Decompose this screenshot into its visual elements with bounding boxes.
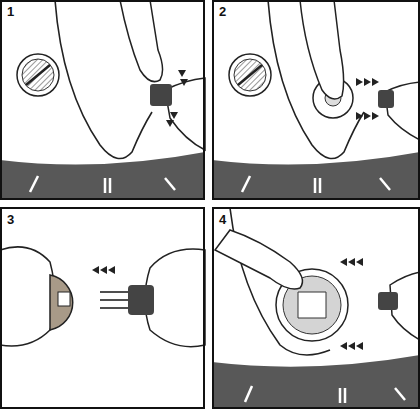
step-number: 4 (219, 213, 226, 226)
panel-three (0, 208, 205, 408)
step-number: 2 (219, 5, 226, 18)
panel-one (0, 0, 205, 200)
panel-two (212, 0, 420, 200)
panel-four (212, 208, 420, 409)
step-number: 1 (7, 5, 14, 18)
step-number: 3 (7, 213, 14, 226)
